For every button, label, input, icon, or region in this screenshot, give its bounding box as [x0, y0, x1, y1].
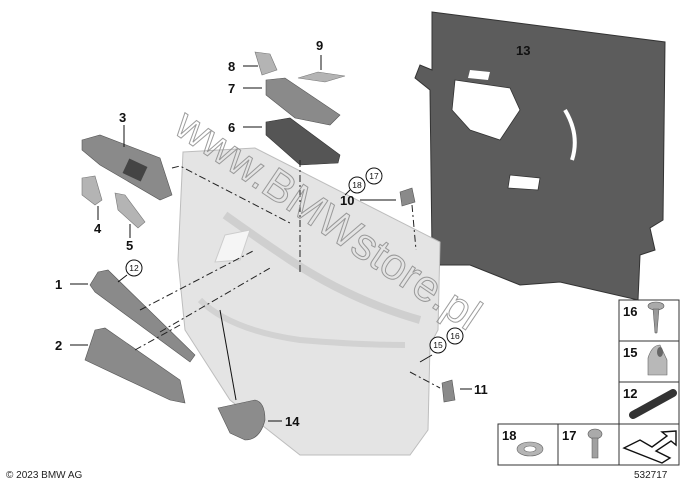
- bolt-icon: [587, 428, 603, 459]
- circled-label-18: 18: [348, 176, 366, 194]
- diagram-number: 532717: [634, 470, 668, 481]
- svg-text:17: 17: [369, 171, 379, 181]
- part-3-switch-opening: [122, 158, 148, 182]
- legend-label-18: 18: [502, 428, 516, 443]
- part-13-insulation-panel[interactable]: [414, 11, 666, 301]
- part-2-lower-trim[interactable]: [84, 327, 186, 404]
- label-3: 3: [119, 110, 126, 125]
- part-8-cap[interactable]: [254, 51, 278, 76]
- svg-text:12: 12: [129, 263, 139, 273]
- leader-lines: [70, 55, 472, 422]
- label-1: 1: [55, 277, 62, 292]
- label-14: 14: [285, 414, 300, 429]
- legend-label-12: 12: [623, 386, 637, 401]
- label-7: 7: [228, 81, 235, 96]
- foam-tube-icon: [629, 389, 677, 419]
- small-parts-legend: 16 15 12 18 17: [497, 299, 680, 466]
- door-trim-panel[interactable]: [177, 147, 441, 456]
- circled-label-12: 12: [125, 259, 143, 277]
- part-5-bracket[interactable]: [114, 192, 146, 229]
- part-11-cover[interactable]: [441, 379, 456, 403]
- label-9: 9: [316, 38, 323, 53]
- circled-label-15: 15: [429, 336, 447, 354]
- part-7-switch-panel[interactable]: [265, 77, 341, 126]
- part-6-switch-carrier[interactable]: [265, 117, 341, 166]
- label-10: 10: [340, 193, 354, 208]
- legend-label-15: 15: [623, 345, 637, 360]
- label-8: 8: [228, 59, 235, 74]
- washer-icon: [516, 441, 544, 457]
- label-2: 2: [55, 338, 62, 353]
- svg-text:15: 15: [433, 340, 443, 350]
- dash-lines: [134, 160, 441, 389]
- expanding-nut-icon: [647, 344, 668, 376]
- part-10-clip[interactable]: [399, 187, 416, 207]
- label-6: 6: [228, 120, 235, 135]
- circled-label-17: 17: [365, 167, 383, 185]
- direction-arrow-icon: [622, 430, 677, 464]
- label-5: 5: [126, 238, 133, 253]
- part-1-trim-strip[interactable]: [89, 269, 196, 363]
- screw-icon: [647, 301, 665, 334]
- svg-text:16: 16: [450, 331, 460, 341]
- part-14-cover[interactable]: [217, 399, 266, 441]
- label-4: 4: [94, 221, 102, 236]
- legend-label-17: 17: [562, 428, 576, 443]
- part-9-cover[interactable]: [297, 71, 346, 83]
- copyright: © 2023 BMW AG: [6, 470, 83, 481]
- legend-label-16: 16: [623, 304, 637, 319]
- label-13: 13: [516, 43, 530, 58]
- part-4-cover[interactable]: [81, 175, 103, 206]
- circled-label-16: 16: [446, 327, 464, 345]
- label-11: 11: [474, 382, 488, 397]
- svg-text:18: 18: [352, 180, 362, 190]
